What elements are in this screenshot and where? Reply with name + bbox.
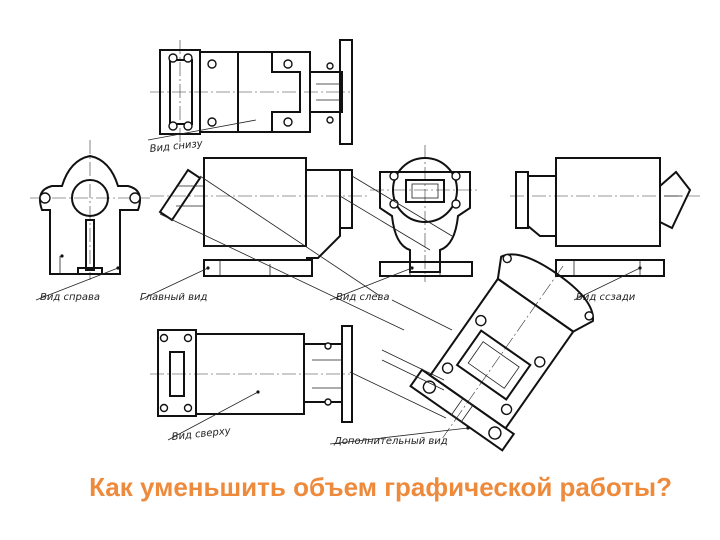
left-view (329, 145, 480, 301)
back-view (510, 157, 700, 301)
label-auxiliary-view: Дополнительный вид (333, 436, 448, 447)
label-left-view: Вид слева (336, 292, 390, 303)
label-back-view: Вид ссзади (576, 292, 636, 303)
auxiliary-view (409, 253, 594, 452)
main-view (139, 157, 370, 301)
right-view (30, 140, 150, 301)
label-right-view: Вид справа (40, 292, 100, 303)
top-view (150, 325, 353, 441)
auxiliary-projection-lines (159, 175, 470, 445)
bottom-view (147, 39, 353, 145)
label-bottom-view: Вид снизу (149, 138, 204, 155)
page-title: Как уменьшить объем графической работы? (89, 472, 672, 502)
label-top-view: Вид сверху (171, 426, 232, 443)
label-main-view: Главный вид (140, 292, 207, 303)
